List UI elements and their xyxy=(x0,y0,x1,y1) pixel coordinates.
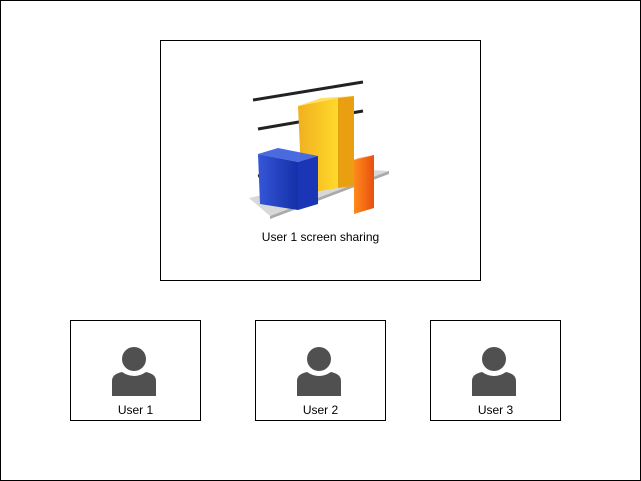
participant-tile-user-1[interactable]: User 1 xyxy=(70,320,201,421)
screen-share-label: User 1 screen sharing xyxy=(261,230,380,244)
participant-label: User 3 xyxy=(477,403,514,417)
screen-share-panel[interactable]: User 1 screen sharing xyxy=(160,40,481,281)
participant-label: User 2 xyxy=(302,403,339,417)
participant-tile-user-3[interactable]: User 3 xyxy=(430,320,561,421)
participant-label: User 1 xyxy=(117,403,154,417)
participant-tile-user-2[interactable]: User 2 xyxy=(255,320,386,421)
user-icon xyxy=(112,347,156,396)
user-icon xyxy=(297,347,341,396)
bar-chart-icon xyxy=(249,80,389,219)
user-icon xyxy=(472,347,516,396)
